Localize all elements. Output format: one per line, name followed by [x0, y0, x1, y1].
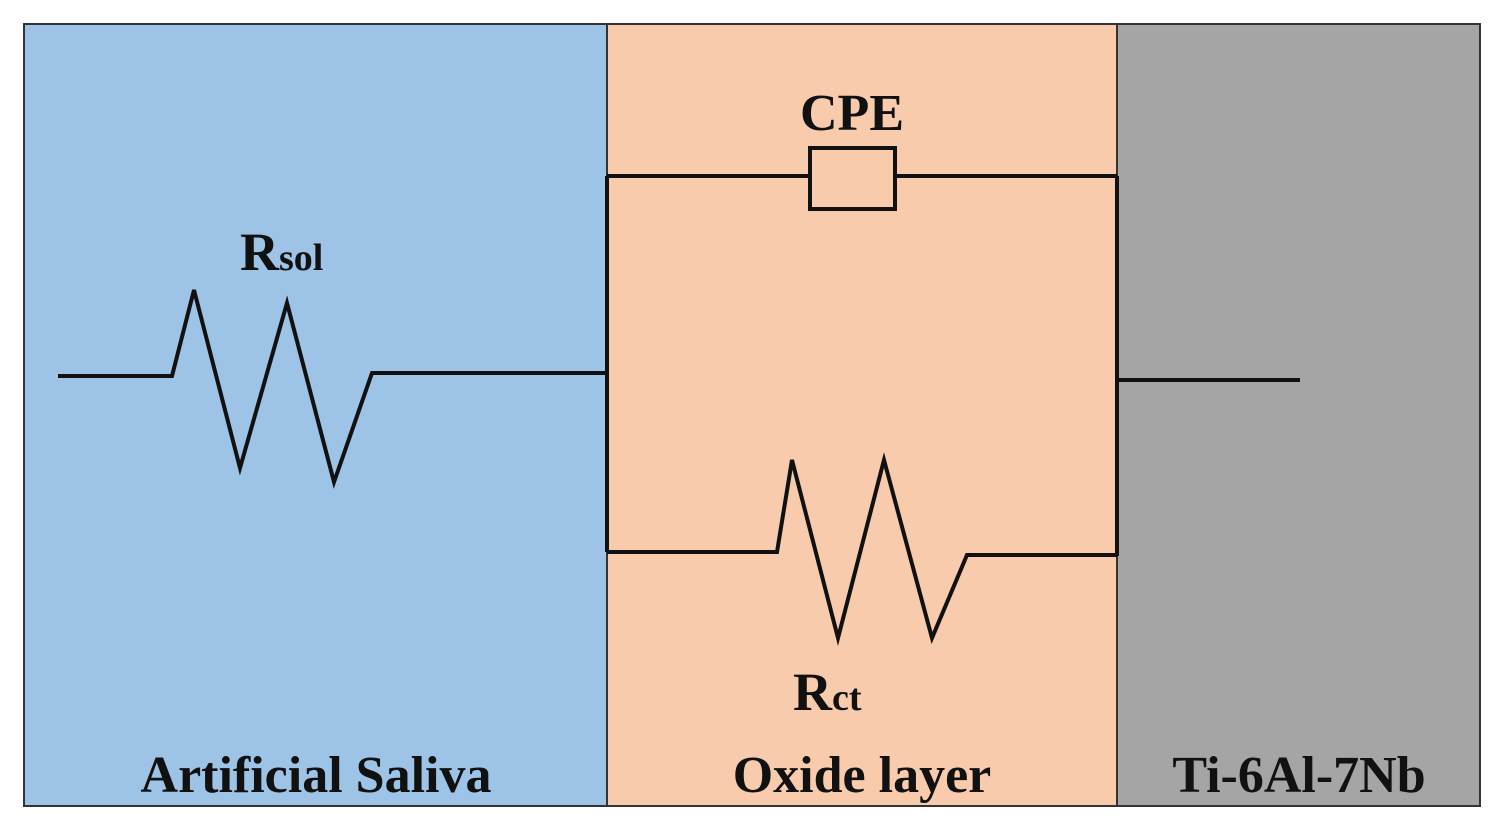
region-label-oxide-layer: Oxide layer — [733, 747, 992, 804]
rct-label-main: R — [793, 662, 833, 722]
rsol-resistor-symbol — [58, 289, 607, 489]
region-oxide-layer — [606, 23, 1118, 807]
rct-label: Rct — [793, 662, 862, 722]
rsol-label: Rsol — [240, 222, 323, 282]
rct-label-sub: ct — [832, 677, 862, 719]
rsol-label-main: R — [240, 222, 280, 282]
rct-resistor-symbol — [607, 452, 1117, 646]
rsol-label-sub: sol — [279, 237, 323, 279]
cpe-element-symbol — [808, 146, 897, 211]
cpe-label: CPE — [800, 85, 904, 142]
region-ti-alloy — [1116, 23, 1481, 807]
region-label-ti-alloy: Ti-6Al-7Nb — [1172, 747, 1425, 804]
region-label-artificial-saliva: Artificial Saliva — [141, 747, 492, 804]
